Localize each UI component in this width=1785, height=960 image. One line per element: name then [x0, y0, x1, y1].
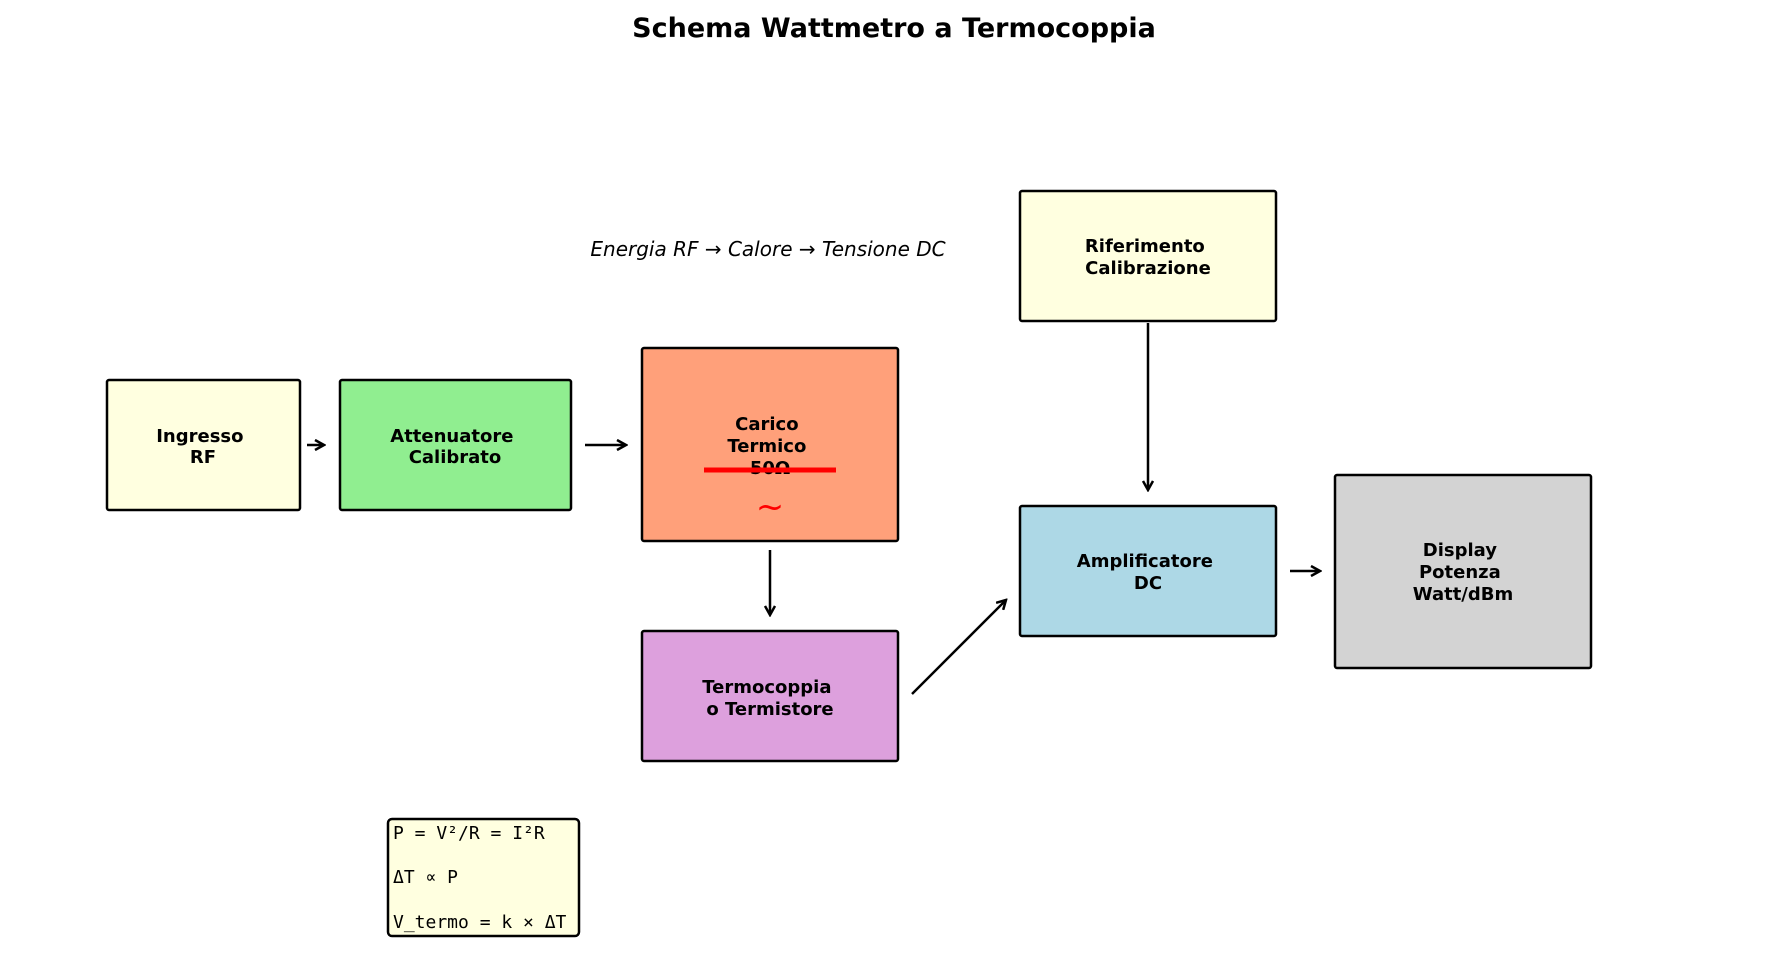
block-display-line-1: Display	[1423, 540, 1497, 561]
block-display-line-2: Potenza	[1419, 562, 1501, 583]
block-carico-termico: Carico Termico 50Ω ~	[640, 346, 900, 543]
formula-line-2: ΔT ∝ P	[393, 867, 458, 888]
block-termocoppia-line-2: o Termistore	[706, 699, 833, 720]
block-ingresso-rf-line-2: RF	[190, 447, 216, 468]
block-attenuatore: Attenuatore Calibrato	[338, 378, 573, 512]
formula-line-3: V_termo = k × ΔT	[393, 912, 567, 933]
block-attenuatore-rect	[338, 378, 573, 512]
block-amplificatore-rect	[1018, 504, 1278, 638]
block-attenuatore-line-2: Calibrato	[409, 447, 502, 468]
block-display-line-3: Watt/dBm	[1413, 584, 1514, 605]
block-display: Display Potenza Watt/dBm	[1333, 473, 1593, 670]
block-termocoppia: Termocoppia o Termistore	[640, 629, 900, 763]
formula-box: P = V²/R = I²R ΔT ∝ P V_termo = k × ΔT	[386, 817, 581, 938]
block-riferimento-line-1: Riferimento	[1085, 236, 1205, 257]
diagram-title: Schema Wattmetro a Termocoppia	[632, 13, 1156, 44]
block-display-label: Display Potenza Watt/dBm	[1413, 540, 1514, 605]
block-riferimento-label: Riferimento Calibrazione	[1085, 236, 1211, 279]
block-ingresso-rf-label: Ingresso RF	[156, 426, 250, 468]
arrow-termocoppia-to-amplificatore	[911, 600, 1006, 695]
block-amplificatore: Amplificatore DC	[1018, 504, 1278, 638]
formula-line-1: P = V²/R = I²R	[393, 823, 545, 844]
formula-box-rect	[386, 817, 581, 938]
block-amplificatore-line-2: DC	[1134, 573, 1162, 594]
block-amplificatore-label: Amplificatore DC	[1077, 551, 1219, 594]
block-carico-termico-label: Carico Termico 50Ω	[727, 414, 812, 479]
block-carico-termico-line-2: Termico	[727, 436, 806, 457]
flow-description: Energia RF → Calore → Tensione DC	[590, 237, 945, 261]
block-riferimento-line-2: Calibrazione	[1085, 258, 1211, 279]
block-riferimento-rect	[1018, 189, 1278, 323]
block-amplificatore-line-1: Amplificatore	[1077, 551, 1213, 572]
block-ingresso-rf-rect	[105, 378, 302, 512]
heat-wave-icon: ~	[756, 487, 785, 527]
block-attenuatore-label: Attenuatore Calibrato	[390, 426, 519, 468]
block-termocoppia-label: Termocoppia o Termistore	[702, 677, 838, 720]
block-riferimento: Riferimento Calibrazione	[1018, 189, 1278, 323]
block-display-rect	[1333, 473, 1593, 670]
block-attenuatore-line-1: Attenuatore	[390, 426, 513, 447]
block-ingresso-rf-line-1: Ingresso	[156, 426, 243, 447]
block-ingresso-rf: Ingresso RF	[105, 378, 302, 512]
block-termocoppia-line-1: Termocoppia	[702, 677, 831, 698]
block-carico-termico-line-1: Carico	[735, 414, 798, 435]
block-carico-termico-rect	[640, 346, 900, 543]
block-termocoppia-rect	[640, 629, 900, 763]
